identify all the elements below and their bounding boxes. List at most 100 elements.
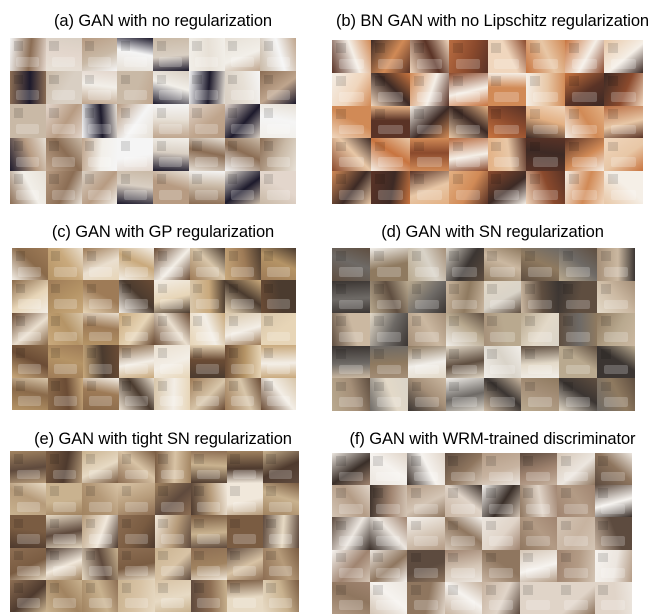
sample-image-tile xyxy=(483,345,522,379)
sample-image-tile xyxy=(332,378,370,411)
sample-image-tile xyxy=(82,579,119,612)
sample-image-tile xyxy=(559,280,598,314)
sample-image-tile xyxy=(224,137,261,171)
sample-image-tile xyxy=(448,105,488,139)
sample-image-tile xyxy=(526,138,566,172)
sample-image-tile xyxy=(118,248,154,281)
sample-image-tile xyxy=(82,515,119,548)
sample-grid-e xyxy=(10,451,299,612)
sample-image-tile xyxy=(445,280,484,314)
sample-image-tile xyxy=(332,581,370,614)
sample-image-tile xyxy=(444,517,482,550)
sample-image-tile xyxy=(565,105,605,139)
sample-image-tile xyxy=(10,170,46,204)
sample-grid-d xyxy=(332,248,635,411)
sample-image-tile xyxy=(409,40,449,73)
sample-image-tile xyxy=(225,377,261,410)
sample-image-tile xyxy=(557,517,595,550)
sample-image-tile xyxy=(369,453,407,486)
panel-c: (c) GAN with GP regularization xyxy=(0,219,326,411)
sample-image-tile xyxy=(482,517,520,550)
sample-image-tile xyxy=(604,171,643,204)
sample-grid-c xyxy=(12,248,296,410)
sample-image-tile xyxy=(224,170,261,204)
sample-image-tile xyxy=(407,248,446,281)
sample-image-tile xyxy=(83,377,119,410)
sample-image-tile xyxy=(444,453,482,486)
sample-image-tile xyxy=(189,345,225,378)
sample-image-tile xyxy=(190,547,227,580)
sample-image-tile xyxy=(225,312,261,346)
sample-image-tile xyxy=(557,453,595,486)
sample-image-tile xyxy=(332,549,370,582)
sample-image-tile xyxy=(487,105,527,139)
sample-image-tile xyxy=(407,345,446,379)
sample-grid-a xyxy=(10,38,296,204)
sample-image-tile xyxy=(448,40,488,73)
sample-image-tile xyxy=(604,72,643,106)
panel-b: (b) BN GAN with no Lipschitz regularizat… xyxy=(326,8,659,204)
sample-image-tile xyxy=(482,453,520,486)
sample-image-tile xyxy=(188,137,225,171)
sample-image-tile xyxy=(369,378,408,411)
sample-image-tile xyxy=(226,515,263,548)
sample-image-tile xyxy=(483,313,522,346)
sample-image-tile xyxy=(226,579,263,612)
sample-image-tile xyxy=(332,453,370,486)
sample-image-tile xyxy=(224,38,261,72)
sample-image-tile xyxy=(154,547,191,580)
sample-image-tile xyxy=(190,451,227,484)
panel-e: (e) GAN with tight SN regularization xyxy=(0,426,326,614)
sample-image-tile xyxy=(46,579,83,612)
sample-image-tile xyxy=(81,38,118,72)
sample-image-tile xyxy=(189,377,225,410)
sample-image-tile xyxy=(154,248,190,281)
sample-image-tile xyxy=(332,171,371,204)
sample-image-tile xyxy=(153,170,189,204)
sample-image-tile xyxy=(118,451,155,484)
sample-image-tile xyxy=(226,483,263,516)
sample-image-tile xyxy=(559,248,598,281)
sample-image-tile xyxy=(262,483,299,516)
panel-title-b: (b) BN GAN with no Lipschitz regularizat… xyxy=(336,12,649,30)
sample-image-tile xyxy=(45,104,82,138)
sample-image-tile xyxy=(118,483,155,516)
sample-image-tile xyxy=(526,171,566,204)
sample-image-tile xyxy=(47,248,83,281)
sample-image-tile xyxy=(154,515,191,548)
sample-image-tile xyxy=(332,313,370,346)
sample-image-tile xyxy=(118,280,154,313)
sample-image-tile xyxy=(81,71,118,105)
sample-image-tile xyxy=(407,378,446,411)
sample-image-tile xyxy=(262,547,299,580)
sample-image-tile xyxy=(12,377,48,410)
sample-image-tile xyxy=(47,312,83,346)
sample-image-tile xyxy=(369,485,407,518)
sample-image-tile xyxy=(154,579,191,612)
sample-image-tile xyxy=(12,345,48,378)
sample-image-tile xyxy=(154,451,191,484)
sample-image-tile xyxy=(10,71,46,105)
sample-image-tile xyxy=(521,313,560,346)
sample-image-tile xyxy=(332,105,371,139)
sample-image-tile xyxy=(519,453,557,486)
sample-image-tile xyxy=(565,138,605,172)
sample-image-tile xyxy=(260,248,296,281)
sample-image-tile xyxy=(260,312,296,346)
sample-image-tile xyxy=(521,345,560,379)
sample-image-tile xyxy=(10,483,47,516)
sample-image-tile xyxy=(565,72,605,106)
sample-image-tile xyxy=(559,378,598,411)
sample-image-tile xyxy=(369,313,408,346)
sample-image-tile xyxy=(565,40,605,73)
sample-image-tile xyxy=(487,40,527,73)
sample-image-tile xyxy=(445,248,484,281)
sample-image-tile xyxy=(81,104,118,138)
sample-image-tile xyxy=(445,313,484,346)
sample-image-tile xyxy=(262,579,299,612)
sample-image-tile xyxy=(12,280,48,313)
sample-image-tile xyxy=(487,171,527,204)
sample-image-tile xyxy=(153,104,189,138)
sample-image-tile xyxy=(190,579,227,612)
sample-image-tile xyxy=(597,378,635,411)
